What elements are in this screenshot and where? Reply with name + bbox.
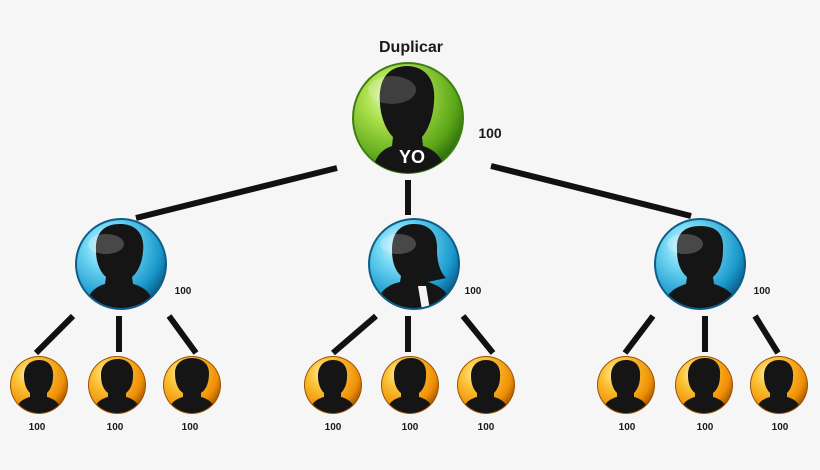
person-silhouette-icon: [310, 360, 355, 413]
connectors-level2: [33, 313, 781, 356]
level2-a1-value: 100: [29, 422, 46, 433]
level2-b2-value: 100: [402, 422, 419, 433]
connector-a-left: [33, 313, 76, 356]
level2-b1-value: 100: [325, 422, 342, 433]
person-silhouette-icon: [376, 224, 452, 308]
person-silhouette-icon: [94, 359, 140, 413]
level1-b-value: 100: [465, 286, 482, 297]
person-silhouette-icon: [603, 360, 648, 413]
node-level2-b3: [457, 356, 515, 414]
connector-root-right: [490, 163, 692, 219]
level2-c3-value: 100: [772, 422, 789, 433]
level2-a3-value: 100: [182, 422, 199, 433]
node-level2-b2: [381, 356, 439, 414]
connector-c-right: [752, 314, 781, 355]
node-level2-c2: [675, 356, 733, 414]
person-silhouette-icon: [372, 66, 446, 173]
person-silhouette-icon: [387, 358, 433, 413]
node-level2-a3: [163, 356, 221, 414]
node-root: YO: [352, 62, 464, 174]
node-level2-c3: [750, 356, 808, 414]
level2-c2-value: 100: [697, 422, 714, 433]
person-silhouette-icon: [681, 358, 727, 413]
level2-b3-value: 100: [478, 422, 495, 433]
node-level1-a: [75, 218, 167, 310]
level1-c-value: 100: [754, 286, 771, 297]
diagram-title: Duplicar: [379, 39, 443, 56]
node-level2-b1: [304, 356, 362, 414]
root-value: 100: [478, 125, 502, 141]
person-silhouette-icon: [756, 360, 801, 413]
connector-c-left: [622, 314, 656, 355]
connector-root-left: [135, 165, 338, 221]
person-silhouette-icon: [169, 358, 215, 413]
person-silhouette-icon: [86, 224, 154, 308]
node-level1-b: [368, 218, 460, 310]
connector-b-left: [331, 313, 378, 356]
level1-a-value: 100: [175, 286, 192, 297]
connector-a-right: [166, 314, 199, 355]
level2-c1-value: 100: [619, 422, 636, 433]
person-silhouette-icon: [463, 360, 508, 413]
root-node-label: YO: [399, 147, 425, 167]
person-silhouette-icon: [16, 360, 61, 413]
node-level2-a2: [88, 356, 146, 414]
connectors-root: [135, 163, 692, 221]
node-level2-a1: [10, 356, 68, 414]
node-level2-c1: [597, 356, 655, 414]
node-level1-c: [654, 218, 746, 310]
level2-a2-value: 100: [107, 422, 124, 433]
person-silhouette-icon: [664, 226, 737, 308]
connector-b-right: [460, 314, 496, 355]
